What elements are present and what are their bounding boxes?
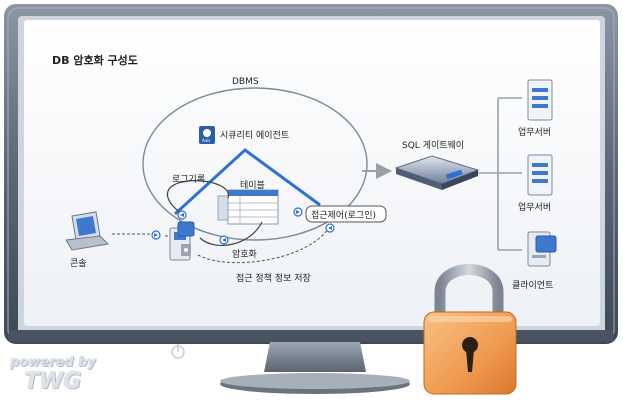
padlock-icon — [423, 264, 517, 395]
label-sql-gateway: SQL 게이트웨이 — [402, 141, 465, 151]
monitor-stand — [264, 342, 366, 372]
label-logging: 로그기록 — [172, 175, 206, 185]
label-security-agent: 시큐리티 에이전트 — [220, 131, 290, 141]
label-business-server-2: 업무서버 — [518, 203, 552, 213]
label-business-server-1: 업무서버 — [518, 128, 552, 138]
encryption-flow — [199, 221, 263, 246]
dbms-boundary — [142, 87, 368, 241]
logging-flow — [167, 180, 230, 215]
db-server-icon — [169, 221, 195, 261]
access-control-box — [305, 205, 387, 223]
label-console: 콘솔 — [70, 259, 87, 269]
label-client: 클라이언트 — [512, 281, 554, 291]
server-icon — [527, 154, 553, 196]
screen — [24, 20, 600, 326]
diagram-title: DB 암호화 구성도 — [52, 54, 138, 67]
policy-link — [197, 225, 331, 264]
label-policy-storage: 접근 정책 정보 저장 — [236, 274, 311, 284]
laptop-icon — [65, 211, 110, 251]
gateway-connectors — [478, 97, 522, 251]
label-access-control: 접근제어(로그인) — [311, 211, 376, 221]
power-icon[interactable] — [171, 344, 185, 359]
watermark-line1: powered by — [10, 355, 96, 370]
watermark-line2: TWG — [24, 369, 82, 394]
label-table: 테이블 — [240, 181, 265, 191]
agent-icon: Axis — [199, 126, 215, 144]
monitor — [4, 4, 618, 394]
protection-roof — [173, 148, 321, 216]
flow-markers — [151, 207, 335, 245]
label-encryption: 암호화 — [232, 250, 257, 260]
svg-text:Axis: Axis — [202, 138, 210, 143]
client-icon — [527, 231, 557, 267]
label-dbms: DBMS — [232, 77, 259, 87]
table-icon — [227, 189, 279, 225]
server-icon — [527, 79, 553, 121]
gateway-icon — [394, 155, 480, 190]
